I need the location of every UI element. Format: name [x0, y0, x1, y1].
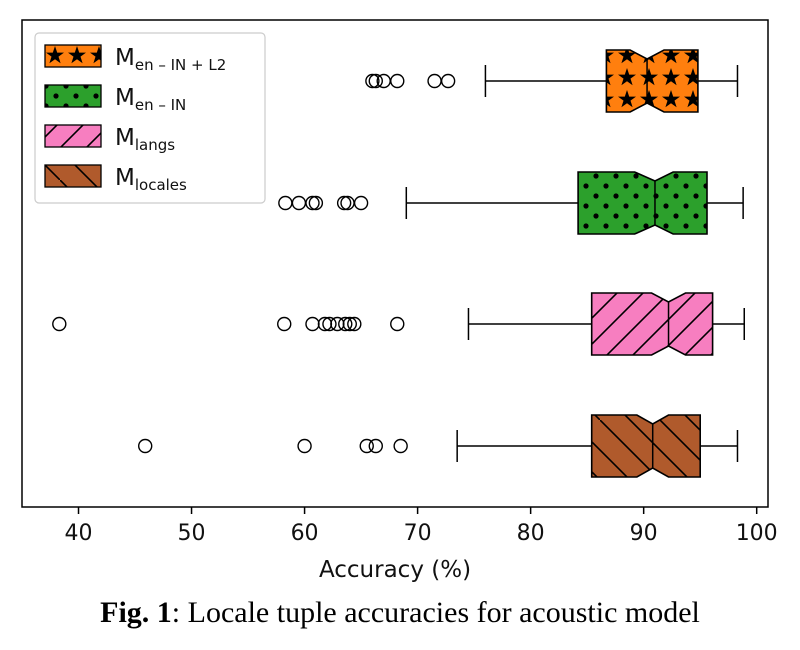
- caption-label: Fig. 1: [100, 596, 172, 629]
- outlier-point: [347, 316, 362, 332]
- outlier-point: [390, 73, 405, 89]
- outlier-point: [338, 316, 353, 332]
- figure-caption: Fig. 1: Locale tuple accuracies for acou…: [0, 596, 800, 630]
- caption-text: : Locale tuple accuracies for acoustic m…: [171, 596, 700, 629]
- legend-swatch: [44, 124, 102, 148]
- legend-label: Men – IN: [115, 85, 186, 114]
- x-axis: 40 50 60 70 80 90 100: [65, 507, 778, 546]
- x-tick-label: 70: [404, 521, 432, 546]
- notched-box: [590, 292, 714, 356]
- outlier-point: [359, 438, 374, 454]
- outlier-point: [440, 73, 456, 89]
- boxes-layer: [52, 49, 746, 478]
- outlier-point: [342, 316, 357, 332]
- box-series-3: [52, 292, 746, 356]
- x-tick-label: 90: [630, 521, 658, 546]
- x-tick-label: 40: [65, 521, 93, 546]
- x-tick-label: 60: [291, 521, 319, 546]
- outlier-point: [353, 195, 369, 211]
- legend-item-1: Men – IN + L2: [44, 44, 226, 74]
- x-tick-label: 80: [517, 521, 545, 546]
- outlier-point: [365, 73, 380, 89]
- legend-label: Men – IN + L2: [115, 45, 226, 74]
- box-series-2: [278, 171, 744, 235]
- notched-box: [605, 49, 699, 113]
- box-series-1: [365, 49, 739, 113]
- outlier-point: [305, 195, 320, 211]
- outlier-point: [277, 316, 292, 332]
- legend-label: Mlangs: [115, 125, 175, 154]
- outlier-point: [138, 438, 153, 454]
- outlier-point: [322, 316, 337, 332]
- notched-box: [577, 171, 708, 235]
- outlier-point: [368, 438, 383, 454]
- legend-item-4: Mlocales: [44, 164, 187, 194]
- legend-box: [34, 32, 266, 204]
- outlier-point: [308, 195, 324, 211]
- legend-swatch: [44, 84, 102, 108]
- outlier-point: [390, 316, 405, 332]
- legend-label: Mlocales: [115, 165, 187, 194]
- outlier-point: [297, 438, 312, 454]
- x-tick-label: 50: [178, 521, 206, 546]
- outlier-point: [336, 195, 352, 211]
- x-axis-label: Accuracy (%): [319, 557, 471, 583]
- outlier-point: [52, 316, 67, 332]
- outlier-point: [368, 73, 383, 89]
- legend-item-2: Men – IN: [44, 84, 186, 114]
- legend-item-3: Mlangs: [44, 124, 175, 154]
- notched-box: [590, 414, 702, 478]
- x-tick-label: 100: [736, 521, 778, 546]
- legend-swatch: [44, 164, 102, 188]
- outlier-point: [393, 438, 408, 454]
- box-series-4: [138, 414, 739, 478]
- legend-swatch: [44, 44, 102, 68]
